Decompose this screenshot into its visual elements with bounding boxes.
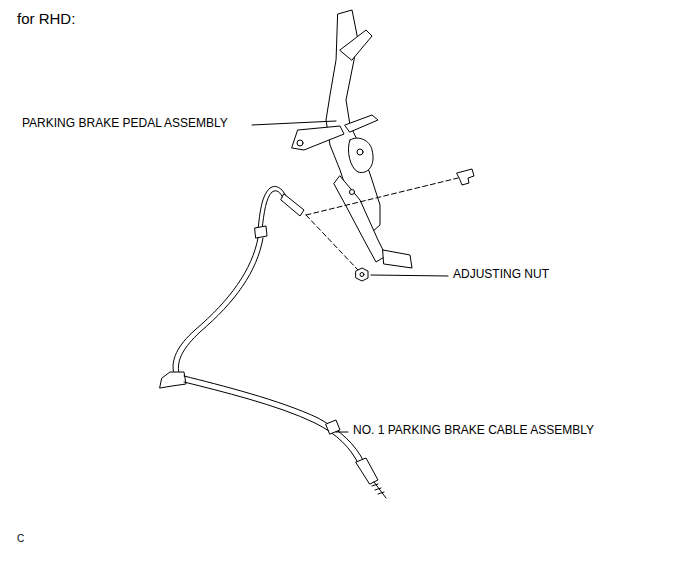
leader-line: [252, 121, 336, 125]
pedal-arm: [334, 176, 386, 262]
pedal-assembly: [292, 10, 412, 268]
assembly-line: [306, 178, 458, 215]
part-name: NO. 1 PARKING BRAKE CABLE ASSEMBLY: [353, 424, 594, 438]
cable-bracket: [160, 372, 186, 388]
ratchet: [348, 138, 373, 172]
spring: [345, 115, 378, 132]
bolt-hole: [297, 140, 303, 146]
mount-flange: [292, 126, 344, 150]
nut-hole: [360, 273, 364, 277]
diagram-title: for RHD:: [17, 10, 75, 27]
cable-end-rod: [281, 194, 304, 216]
bolt-thread: [372, 484, 384, 494]
leader-line: [371, 275, 448, 276]
leader-line: [336, 432, 348, 433]
assembly-line: [306, 215, 358, 270]
part-name: ADJUSTING NUT: [453, 268, 549, 282]
part-name: PARKING BRAKE PEDAL ASSEMBLY: [22, 117, 228, 131]
pin: [350, 190, 355, 195]
cable-grommet: [255, 226, 267, 238]
cable-end: [356, 458, 378, 484]
adjusting-nut: [356, 268, 368, 281]
retaining-clip: [457, 169, 474, 185]
parking-brake-cable: [160, 186, 386, 498]
pedal-pad: [383, 250, 412, 268]
bracket-arm: [340, 30, 372, 60]
figure-code: C: [17, 533, 24, 545]
pivot: [357, 149, 363, 155]
